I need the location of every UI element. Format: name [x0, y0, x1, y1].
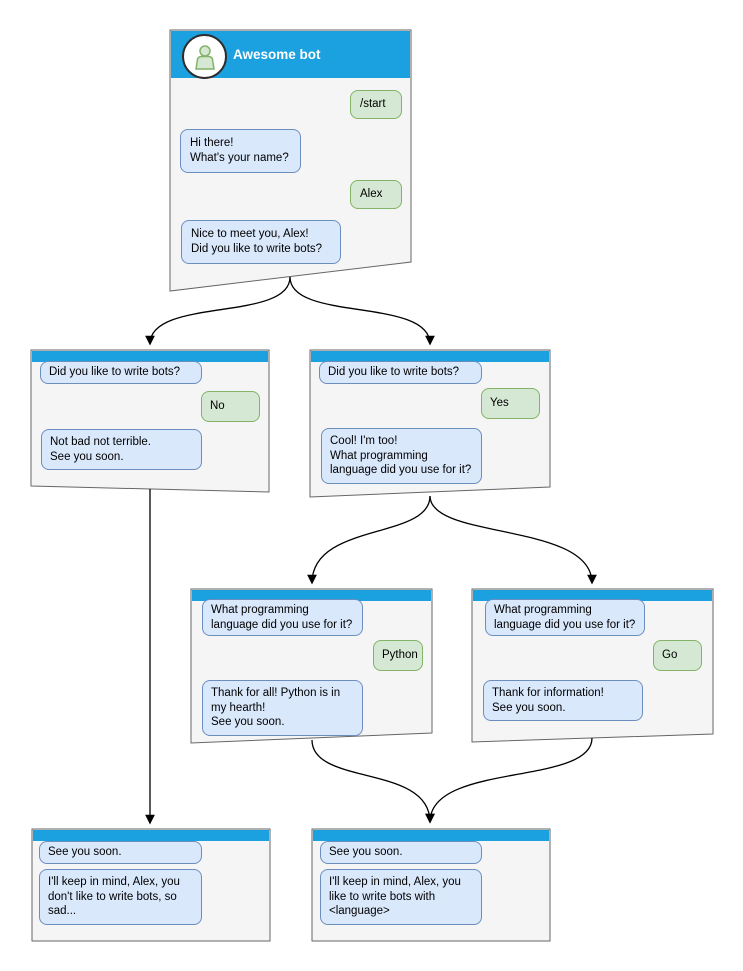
edge-branch-yes-to-lang-python — [307, 495, 431, 585]
user-message-bubble: /start — [350, 90, 402, 119]
node-start-header: Awesome bot — [171, 31, 410, 79]
bot-avatar — [182, 34, 227, 79]
node-end-language: See you soon. I'll keep in mind, Alex, y… — [312, 829, 550, 941]
node-branch-yes-header — [311, 351, 549, 362]
node-start: Awesome bot /start Hi there! What's your… — [170, 30, 411, 291]
edge-start-to-branch-yes — [289, 276, 435, 346]
bot-message-bubble: Did you like to write bots? — [40, 361, 202, 384]
edge-branch-yes-to-lang-go — [429, 495, 597, 585]
bot-message-bubble: Did you like to write bots? — [319, 361, 482, 384]
bot-message-bubble: Cool! I'm too! What programming language… — [321, 428, 482, 484]
node-start-title: Awesome bot — [233, 47, 321, 62]
bot-message-bubble: I'll keep in mind, Alex, you don't like … — [39, 869, 202, 925]
bot-message-bubble: Thank for all! Python is in my hearth! S… — [202, 680, 363, 736]
bot-message-bubble: Nice to meet you, Alex! Did you like to … — [181, 220, 341, 264]
user-message-bubble: Go — [653, 640, 702, 671]
node-end-language-header — [313, 830, 549, 841]
bot-message-bubble: What programming language did you use fo… — [202, 599, 363, 636]
node-end-no-header — [33, 830, 269, 841]
bot-message-bubble: See you soon. — [39, 841, 202, 864]
edge-lang-python-to-end-language — [311, 739, 435, 824]
node-lang-go-header — [473, 590, 712, 601]
edge-lang-go-to-end-language — [425, 737, 593, 824]
node-lang-go: What programming language did you use fo… — [472, 589, 713, 742]
bot-message-bubble: Hi there! What's your name? — [180, 129, 301, 173]
person-icon — [194, 44, 215, 70]
bot-message-bubble: What programming language did you use fo… — [485, 599, 645, 636]
node-end-no: See you soon. I'll keep in mind, Alex, y… — [32, 829, 270, 941]
user-message-bubble: Python — [373, 640, 423, 671]
bot-message-bubble: Not bad not terrible. See you soon. — [41, 429, 202, 470]
bot-message-bubble: See you soon. — [320, 841, 482, 864]
node-lang-python-header — [192, 590, 431, 601]
user-message-bubble: Yes — [481, 388, 540, 419]
edge-start-to-branch-no — [145, 276, 291, 346]
user-message-bubble: Alex — [350, 180, 402, 209]
user-message-bubble: No — [201, 391, 260, 422]
node-lang-python: What programming language did you use fo… — [191, 589, 432, 743]
node-branch-yes: Did you like to write bots? Yes Cool! I'… — [310, 350, 550, 497]
bot-message-bubble: I'll keep in mind, Alex, you like to wri… — [320, 869, 482, 925]
bot-message-bubble: Thank for information! See you soon. — [483, 680, 643, 721]
node-branch-no: Did you like to write bots? No Not bad n… — [31, 350, 269, 492]
node-branch-no-header — [32, 351, 268, 362]
